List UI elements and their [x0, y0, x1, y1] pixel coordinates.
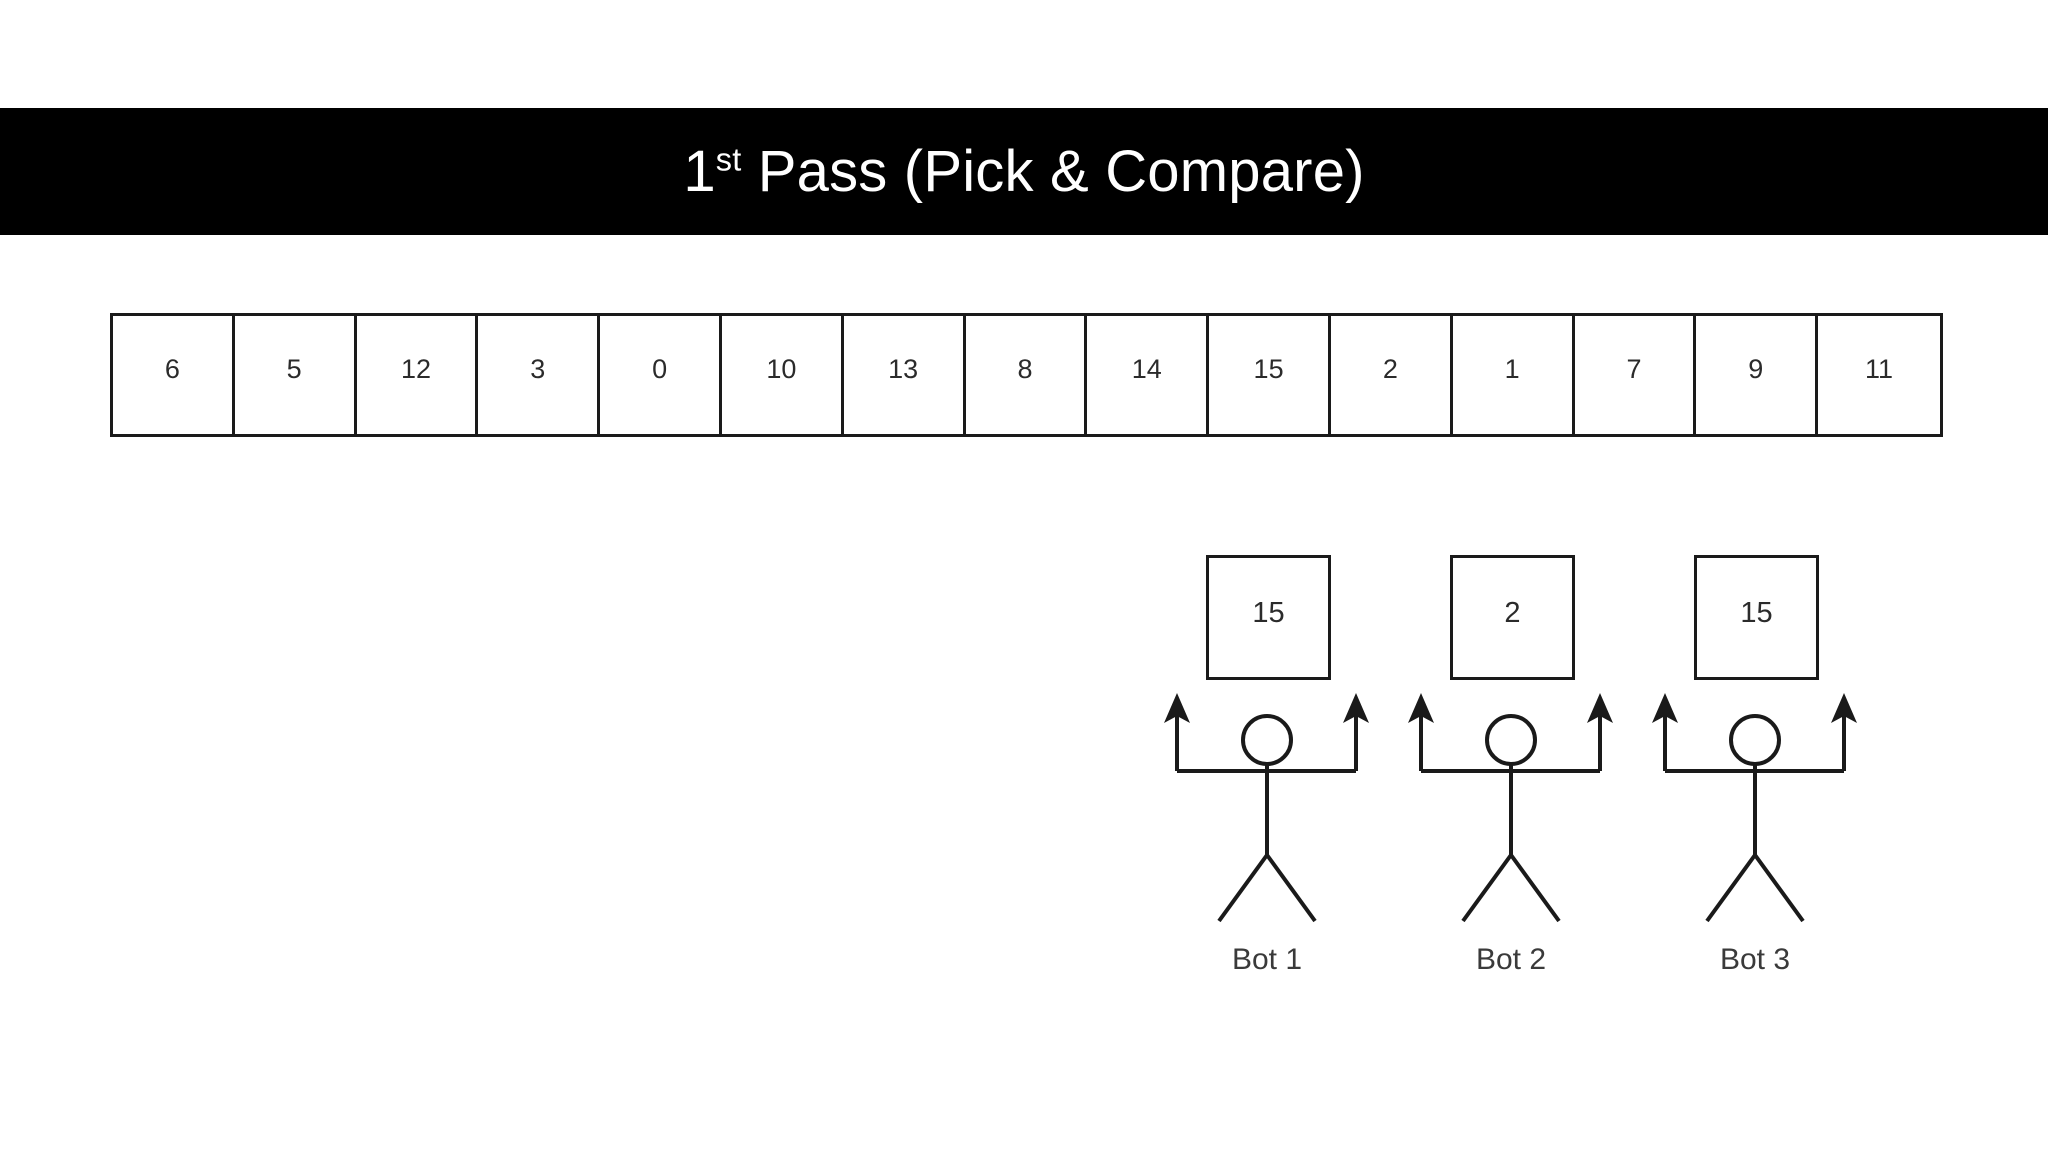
- title-banner: 1st Pass (Pick & Compare): [0, 108, 2048, 235]
- arrow-up-icon: [1408, 693, 1434, 723]
- array-cell-value: 0: [652, 353, 668, 384]
- bot-left-leg: [1217, 853, 1269, 923]
- bot-held-value-box[interactable]: 15: [1694, 555, 1819, 680]
- array-cell-value: 10: [766, 353, 797, 384]
- array-cell[interactable]: 14: [1087, 316, 1210, 434]
- array-cell-value: 2: [1382, 353, 1398, 384]
- arrow-up-icon: [1587, 693, 1613, 723]
- bot-right-leg: [1753, 853, 1805, 923]
- array-cell[interactable]: 12: [356, 316, 479, 434]
- bot-label: Bot 3: [1719, 943, 1791, 976]
- bot-left-leg: [1461, 853, 1513, 923]
- array-cell-value: 3: [530, 353, 546, 384]
- bot-held-value: 15: [1252, 597, 1285, 629]
- bot-held-value: 2: [1504, 597, 1521, 629]
- arrow-up-icon: [1652, 693, 1678, 723]
- array-cell-value: 12: [400, 353, 432, 384]
- title-ordinal-number: 1: [683, 138, 716, 204]
- array-cell-value: 8: [1017, 353, 1033, 384]
- bot-right-leg: [1509, 853, 1561, 923]
- array-cell[interactable]: 13: [843, 316, 966, 434]
- array-cell-value: 5: [286, 353, 302, 384]
- arrow-up-icon: [1831, 693, 1857, 723]
- stick-figure-icon: [1652, 693, 1857, 938]
- bot-head: [1729, 714, 1781, 766]
- bot-label: Bot 2: [1475, 943, 1547, 976]
- array-cell[interactable]: 0: [600, 316, 722, 434]
- array-cell-value: 7: [1626, 353, 1642, 384]
- bot-held-value: 15: [1740, 597, 1773, 629]
- arrow-up-icon: [1164, 693, 1190, 723]
- array-cell-value: 14: [1131, 353, 1162, 384]
- bot-held-value-box[interactable]: 15: [1206, 555, 1331, 680]
- bot-head: [1241, 714, 1293, 766]
- array-cell[interactable]: 7: [1574, 316, 1697, 434]
- array-cell[interactable]: 8: [965, 316, 1088, 434]
- data-array: 6 5 12 3 0 10 13 8 14 15 2 1 7 9 11: [110, 313, 1943, 437]
- array-cell[interactable]: 15: [1209, 316, 1331, 434]
- array-cell-value: 11: [1865, 353, 1894, 384]
- array-cell-value: 13: [888, 353, 919, 384]
- array-cell[interactable]: 9: [1696, 316, 1819, 434]
- bot-head: [1485, 714, 1537, 766]
- array-cell-value: 6: [164, 353, 180, 384]
- array-cell-value: 9: [1748, 353, 1764, 384]
- stick-figure-icon: [1408, 693, 1613, 938]
- array-cell-value: 1: [1504, 353, 1520, 384]
- array-cell-value: 15: [1253, 353, 1284, 384]
- array-cell[interactable]: 10: [721, 316, 844, 434]
- array-cell[interactable]: 6: [113, 316, 235, 434]
- array-cell[interactable]: 5: [234, 316, 357, 434]
- array-cell[interactable]: 2: [1330, 316, 1453, 434]
- page-title: 1st Pass (Pick & Compare): [683, 141, 1364, 201]
- array-cell[interactable]: 3: [478, 316, 601, 434]
- title-rest: Pass (Pick & Compare): [741, 138, 1365, 204]
- bot-left-leg: [1705, 853, 1757, 923]
- stick-figure-icon: [1164, 693, 1369, 938]
- arrow-up-icon: [1343, 693, 1369, 723]
- array-cell[interactable]: 11: [1818, 316, 1940, 434]
- bot-label: Bot 1: [1231, 943, 1303, 976]
- bot-held-value-box[interactable]: 2: [1450, 555, 1575, 680]
- bot-right-leg: [1265, 853, 1317, 923]
- title-ordinal-suffix: st: [715, 141, 742, 178]
- array-cell[interactable]: 1: [1452, 316, 1575, 434]
